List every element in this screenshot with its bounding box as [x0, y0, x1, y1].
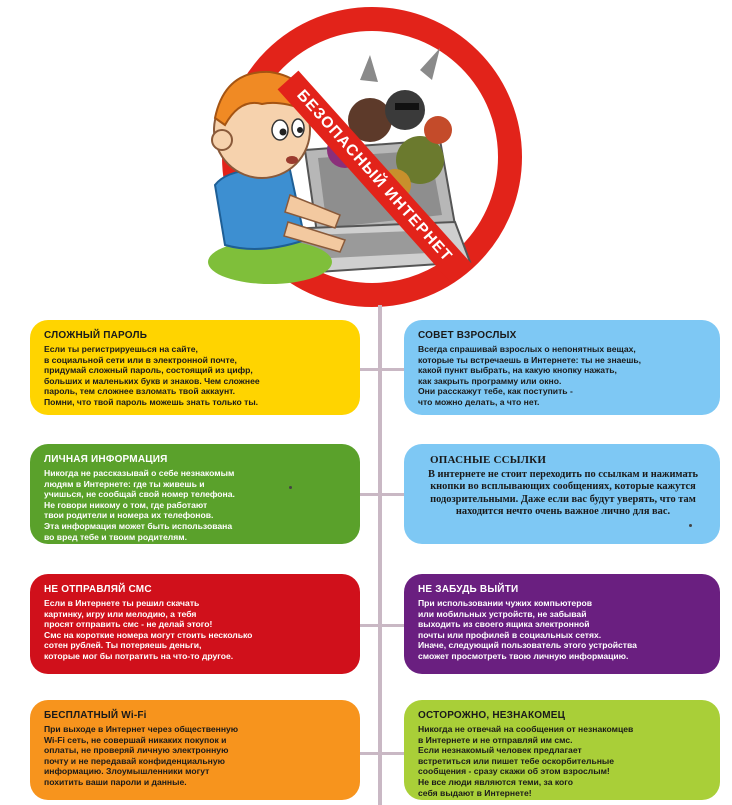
card-text: Никогда не отвечай на сообщения от незна… [418, 724, 634, 798]
card-text: Если в Интернете ты решил скачать картин… [44, 598, 253, 661]
card-personal-info: ЛИЧНАЯ ИНФОРМАЦИЯ Никогда не рассказывай… [30, 444, 360, 544]
card-title: СЛОЖНЫЙ ПАРОЛЬ [44, 330, 148, 341]
card-text: В интернете не стоит переходить по ссылк… [428, 469, 698, 518]
card-text: Всегда спрашивай взрослых о непонятных в… [418, 344, 642, 407]
card-adult-advice: СОВЕТ ВЗРОСЛЫХ Всегда спрашивай взрослых… [404, 320, 720, 415]
card-title: НЕ ЗАБУДЬ ВЫЙТИ [418, 584, 519, 595]
connector [358, 752, 410, 755]
card-log-out: НЕ ЗАБУДЬ ВЫЙТИ При использовании чужих … [404, 574, 720, 674]
card-dangerous-links: ОПАСНЫЕ ССЫЛКИ В интернете не стоит пере… [404, 444, 720, 544]
decorative-dot [289, 486, 292, 489]
card-text: Никогда не рассказывай о себе незнакомым… [44, 468, 235, 542]
card-title: ОСТОРОЖНО, НЕЗНАКОМЕЦ [418, 710, 566, 721]
hero-illustration: БЕЗОПАСНЫЙ ИНТЕРНЕТ [208, 7, 522, 307]
card-title: БЕСПЛАТНЫЙ Wi-Fi [44, 710, 147, 721]
card-text: При выходе в Интернет через общественную… [44, 724, 239, 787]
card-text: При использовании чужих компьютеров или … [418, 598, 637, 661]
card-title: ОПАСНЫЕ ССЫЛКИ [430, 454, 547, 466]
card-title: СОВЕТ ВЗРОСЛЫХ [418, 330, 517, 341]
timeline-spine [378, 305, 382, 805]
card-no-sms: НЕ ОТПРАВЛЯЙ СМС Если в Интернете ты реш… [30, 574, 360, 674]
connector [358, 624, 410, 627]
card-strong-password: СЛОЖНЫЙ ПАРОЛЬ Если ты регистрируешься н… [30, 320, 360, 415]
card-title: НЕ ОТПРАВЛЯЙ СМС [44, 584, 152, 595]
connector [358, 368, 410, 371]
decorative-dot [689, 524, 692, 527]
card-free-wifi: БЕСПЛАТНЫЙ Wi-Fi При выходе в Интернет ч… [30, 700, 360, 800]
card-stranger: ОСТОРОЖНО, НЕЗНАКОМЕЦ Никогда не отвечай… [404, 700, 720, 800]
connector [358, 493, 410, 496]
card-text: Если ты регистрируешься на сайте, в соци… [44, 344, 260, 407]
card-title: ЛИЧНАЯ ИНФОРМАЦИЯ [44, 454, 168, 465]
boy-illustration [208, 70, 347, 284]
